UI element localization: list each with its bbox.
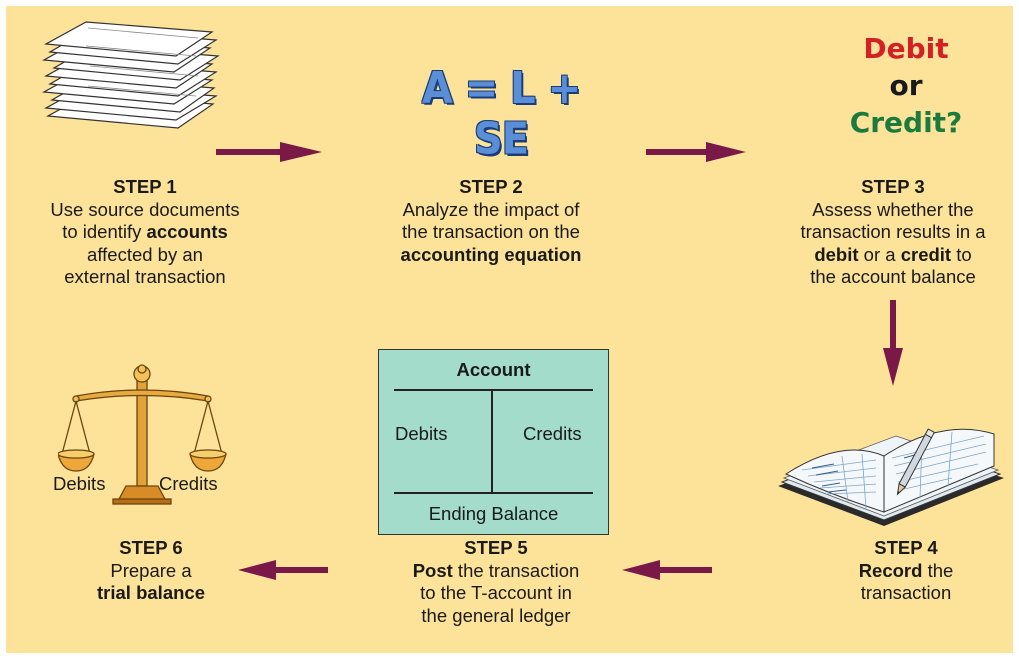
- step-line: affected by an: [87, 243, 203, 265]
- arrow-step5-to-step6: [238, 560, 328, 580]
- step-keyword: accounts: [146, 221, 228, 242]
- step-keyword: accounting equation: [400, 243, 582, 265]
- arrow-step4-to-step5: [622, 560, 712, 580]
- arrow-step3-to-step4: [883, 300, 903, 386]
- arrow-step2-to-step3: [646, 142, 746, 162]
- t-account-bottom-line: [394, 492, 593, 494]
- step-line: accounting equation: [366, 244, 616, 267]
- step-keyword: debit: [814, 243, 859, 265]
- arrow-step1-to-step2: [216, 142, 322, 162]
- step-line: external transaction: [64, 266, 226, 287]
- accounting-equation: A = L + SE: [421, 63, 581, 165]
- step-keyword: trial balance: [97, 582, 205, 603]
- step-line: to identify accounts: [62, 221, 228, 242]
- step-line: Prepare a: [110, 559, 192, 581]
- source-documents-icon: [41, 21, 220, 129]
- balance-scale-icon: [58, 364, 227, 505]
- step-title: STEP 1: [113, 176, 177, 197]
- step-title: STEP 2: [459, 176, 523, 197]
- t-account-credits-label: Credits: [523, 423, 582, 444]
- step-keyword: credit: [900, 243, 952, 265]
- t-account-horizontal-line: [394, 389, 593, 391]
- t-account-title: Account: [456, 359, 531, 380]
- step-line: Use source documents: [50, 198, 240, 220]
- step-line: Assess whether the: [812, 198, 974, 220]
- debit-or-credit-question: Debit or Credit?: [806, 30, 1006, 141]
- step-keyword: Post: [412, 559, 453, 581]
- scale-label-debits: Debits: [53, 473, 106, 494]
- scale-label-credits: Credits: [159, 473, 218, 494]
- step-title: STEP 5: [464, 537, 528, 558]
- step-line: the general ledger: [421, 604, 571, 626]
- step-keyword: Record: [858, 559, 923, 581]
- step-line: to the T-account in: [420, 582, 572, 603]
- step-title: STEP 6: [119, 537, 183, 558]
- t-account-debits-label: Debits: [395, 423, 448, 444]
- debit-word: Debit: [863, 32, 949, 65]
- step-line: the transaction on the: [402, 221, 580, 242]
- step-title: STEP 3: [861, 176, 925, 197]
- step-line: Post the transaction: [412, 559, 580, 581]
- t-account: Account Debits Credits Ending Balance: [378, 349, 609, 535]
- journal-book-icon: [778, 428, 1004, 526]
- t-account-ending-balance: Ending Balance: [428, 503, 559, 524]
- step-line: Analyze the impact of: [402, 198, 580, 220]
- t-account-vertical-line: [491, 391, 493, 492]
- step-line: trial balance: [76, 582, 226, 605]
- step-line: transaction results in a: [800, 221, 986, 242]
- step-title: STEP 4: [874, 537, 938, 558]
- step-line: debit or a credit to: [814, 243, 972, 265]
- or-word: or: [889, 69, 923, 102]
- credit-word: Credit?: [849, 106, 963, 139]
- step-line: Record the: [858, 559, 954, 581]
- step-line: the account balance: [810, 266, 976, 287]
- step-line: transaction: [860, 582, 952, 603]
